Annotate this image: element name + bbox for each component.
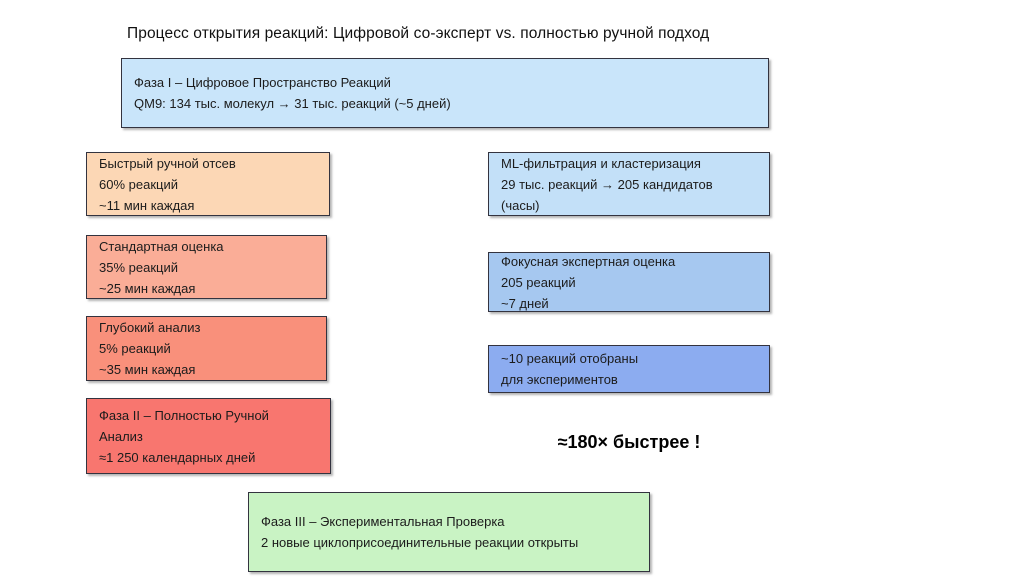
standard-eval-line-2: 35% реакций — [99, 259, 178, 275]
selected-line-2: для экспериментов — [501, 372, 618, 387]
phase3-line-1: Фаза III – Экспериментальная Проверка — [261, 514, 505, 529]
deep-analysis-line-3: ~35 мин каждая — [99, 362, 196, 377]
standard-eval-line-3: ~25 мин каждая — [99, 280, 196, 296]
slide-title: Процесс открытия реакций: Цифровой со-эк… — [127, 25, 710, 42]
selected-reactions-box: ~10 реакций отобраны для экспериментов — [488, 345, 770, 393]
standard-eval-box: Стандартная оценка 35% реакций ~25 мин к… — [86, 235, 327, 299]
ml-filter-cluster-box: ML-фильтрация и кластеризация 29 тыс. ре… — [488, 152, 770, 216]
phase2-fully-manual-box: Фаза II – Полностью Ручной Анализ ≈1 250… — [86, 398, 331, 474]
deep-analysis-line-1: Глубокий анализ — [99, 320, 201, 335]
expert-eval-line-3: ~7 дней — [501, 295, 549, 311]
deep-analysis-line-2: 5% реакций — [99, 341, 171, 356]
phase2-line-1: Фаза II – Полностью Ручной — [99, 407, 269, 423]
quick-screen-line-2: 60% реакций — [99, 176, 178, 192]
ml-filter-line-1: ML-фильтрация и кластеризация — [501, 155, 701, 171]
phase1-line-1: Фаза I – Цифровое Пространство Реакций — [134, 75, 391, 90]
phase3-experimental-validation-box: Фаза III – Экспериментальная Проверка 2 … — [248, 492, 650, 572]
quick-screen-line-3: ~11 мин каждая — [99, 197, 195, 213]
expert-eval-line-1: Фокусная экспертная оценка — [501, 253, 676, 269]
phase2-line-2: Анализ — [99, 428, 143, 444]
phase2-line-3: ≈1 250 календарных дней — [99, 449, 256, 465]
expert-eval-line-2: 205 реакций — [501, 274, 576, 290]
phase3-line-2: 2 новые циклоприсоединительные реакции о… — [261, 535, 579, 550]
quick-screen-line-1: Быстрый ручной отсев — [99, 155, 236, 171]
quick-manual-screen-box: Быстрый ручной отсев 60% реакций ~11 мин… — [86, 152, 330, 216]
ml-filter-line-3: (часы) — [501, 197, 540, 213]
focused-expert-eval-box: Фокусная экспертная оценка 205 реакций ~… — [488, 252, 770, 312]
standard-eval-line-1: Стандартная оценка — [99, 238, 224, 254]
selected-line-1: ~10 реакций отобраны — [501, 351, 639, 366]
phase1-line-2: QM9: 134 тыс. молекул → 31 тыс. реакций … — [134, 96, 451, 111]
deep-analysis-box: Глубокий анализ 5% реакций ~35 мин кажда… — [86, 316, 327, 381]
speedup-label: ≈180× быстрее ! — [557, 432, 701, 452]
phase1-digital-space-box: Фаза I – Цифровое Пространство Реакций Q… — [121, 58, 769, 128]
ml-filter-line-2: 29 тыс. реакций → 205 кандидатов — [501, 176, 713, 192]
